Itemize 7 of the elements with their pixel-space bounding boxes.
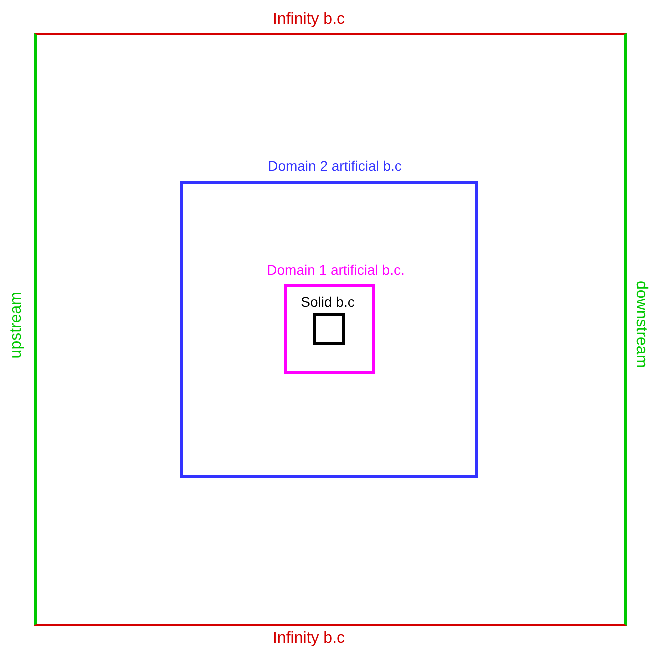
- boundary-label: upstream: [9, 292, 25, 358]
- boundary-label: Infinity b.c: [272, 12, 346, 28]
- boundary-label: Infinity b.c: [272, 631, 346, 647]
- boundary-label: Solid b.c: [301, 295, 355, 309]
- boundary-label: downstream: [633, 281, 649, 369]
- boundary-label: Domain 2 artificial b.c: [268, 159, 402, 173]
- boundary-label: Domain 1 artificial b.c.: [267, 263, 405, 277]
